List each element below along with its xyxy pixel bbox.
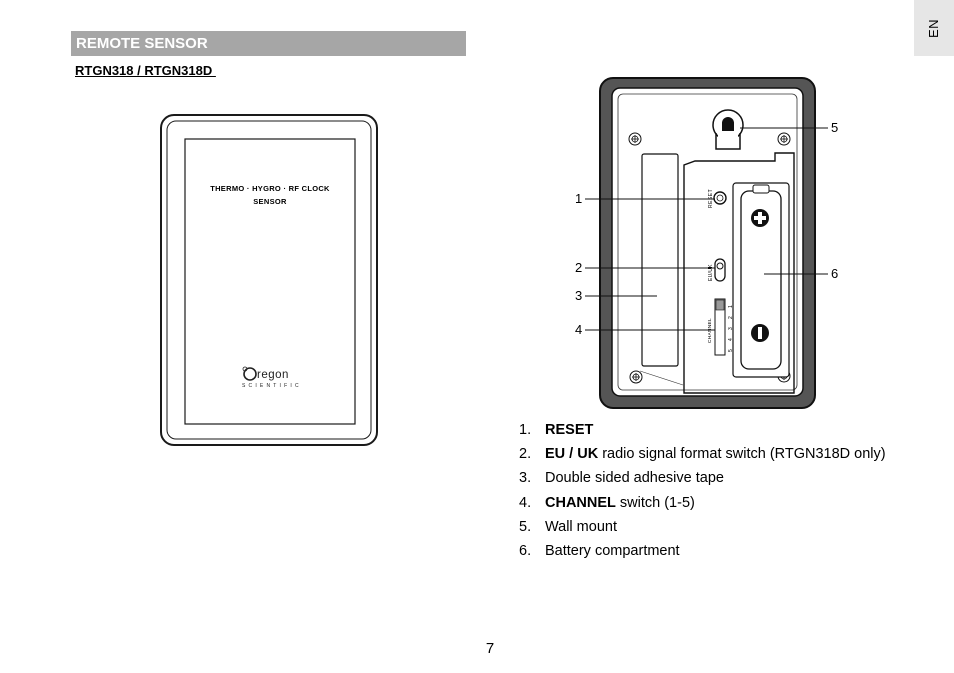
oregon-logo-name: regon (257, 369, 289, 381)
list-item-text: Wall mount (545, 518, 617, 535)
language-tab: EN (914, 0, 954, 56)
channel-number: 1 (728, 305, 734, 308)
sensor-front-label-line1: THERMO · HYGRO · RF CLOCK (210, 184, 330, 193)
list-item-bold-term: RESET (545, 422, 594, 438)
sensor-back-inner-border (617, 93, 798, 391)
list-item-number: 5. (519, 518, 532, 535)
oregon-logo: regon SCIENTIFIC (242, 366, 302, 389)
list-item-text: Battery compartment (545, 542, 680, 559)
list-item-number: 2. (519, 446, 532, 463)
callout-number-4: 4 (575, 322, 583, 337)
reset-button (713, 191, 727, 205)
wall-mount-keyhole (712, 109, 744, 150)
battery-positive-tip (752, 184, 770, 194)
channel-numbers: 5 4 3 2 1 (728, 305, 734, 352)
section-header: REMOTE SENSOR (71, 31, 466, 56)
screw-top-left-icon (628, 132, 642, 146)
channel-number: 3 (728, 327, 734, 330)
screw-top-right-icon (777, 132, 791, 146)
list-item-text: switch (1-5) (615, 494, 695, 511)
list-item: 1. RESET (519, 421, 886, 445)
list-item-number: 1. (519, 422, 532, 438)
channel-switch-slider (715, 299, 725, 311)
battery-plus-icon (751, 209, 769, 227)
list-item: 5. Wall mount (519, 518, 886, 542)
callout-lines (585, 127, 828, 331)
channel-switch-label: CHANNEL (707, 318, 713, 343)
list-item-number: 4. (519, 494, 532, 511)
sensor-front-face (184, 138, 356, 425)
callout-number-5: 5 (831, 120, 839, 135)
list-item-bold-term: EU / UK (545, 446, 599, 463)
model-title: RTGN318 / RTGN318D (75, 63, 216, 78)
callout-number-2: 2 (575, 260, 583, 275)
oregon-logo-o-icon (243, 367, 257, 381)
list-item: 3. Double sided adhesive tape (519, 469, 886, 493)
adhesive-tape-strip (641, 153, 679, 367)
list-item-number: 3. (519, 470, 532, 487)
channel-number: 4 (728, 338, 734, 341)
callout-number-3: 3 (575, 288, 583, 303)
sensor-front-label-line2: SENSOR (253, 197, 287, 206)
list-item-bold-term: CHANNEL (545, 494, 616, 511)
list-item: 6. Battery compartment (519, 542, 886, 566)
sensor-back-illustration: RESET EU/UK CHANNEL 5 4 3 2 1 (585, 77, 828, 409)
callout-number-6: 6 (831, 266, 839, 281)
reset-button-label: RESET (708, 189, 714, 208)
screw-bottom-left-icon (629, 370, 643, 384)
list-item: 4. CHANNEL switch (1-5) (519, 494, 886, 518)
language-tab-label: EN (926, 18, 942, 38)
eu-uk-switch-label: EU/UK (708, 264, 714, 281)
eu-uk-switch (714, 258, 726, 282)
list-item-number: 6. (519, 542, 532, 559)
page-number: 7 (485, 640, 495, 657)
oregon-logo-o-small-icon (242, 366, 248, 372)
channel-number: 2 (728, 316, 734, 319)
list-item: 2. EU / UK radio signal format switch (RT… (519, 445, 886, 469)
list-item-text: radio signal format switch (RTGN318D onl… (598, 446, 886, 463)
channel-switch (714, 298, 726, 356)
parts-list: 1. RESET 2. EU / UK radio signal format sw… (519, 421, 886, 566)
callout-number-1: 1 (575, 191, 583, 206)
channel-number: 5 (728, 349, 734, 352)
oregon-logo-subtitle: SCIENTIFIC (242, 383, 302, 389)
battery-compartment-cover (683, 152, 795, 394)
list-item-text: Double sided adhesive tape (545, 470, 724, 487)
sensor-front-illustration: THERMO · HYGRO · RF CLOCK SENSOR regon S… (160, 114, 378, 446)
battery-minus-icon (751, 324, 769, 342)
sensor-front-inner-frame (166, 120, 372, 440)
